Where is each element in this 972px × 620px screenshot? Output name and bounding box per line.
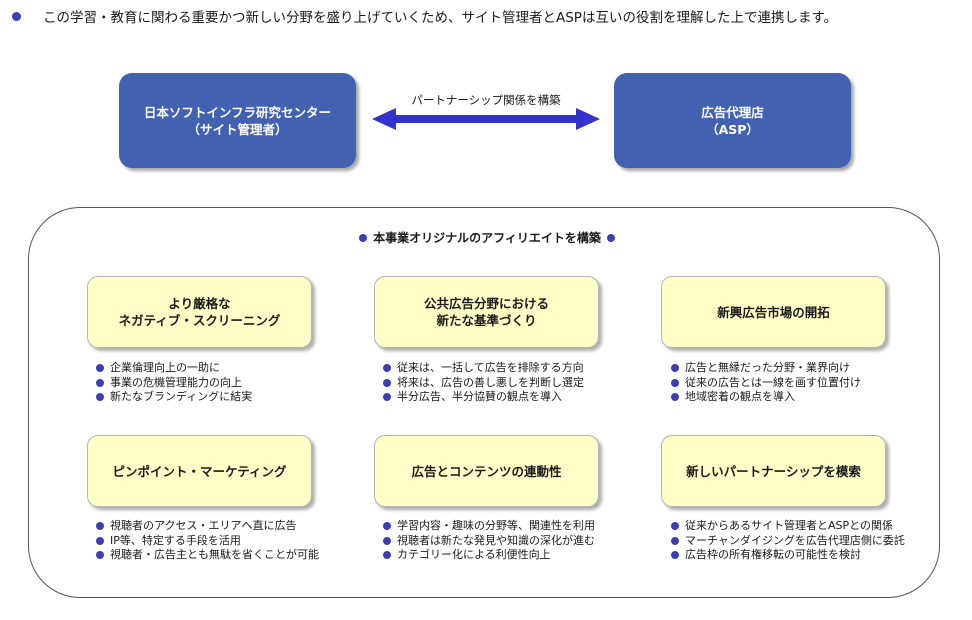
card-content-linkage: 広告とコンテンツの連動性 bbox=[374, 435, 599, 507]
bullet-dot-icon bbox=[359, 233, 368, 242]
asp-box: 広告代理店 （ASP） bbox=[614, 73, 851, 168]
card-title-line: 新たな基準づくり bbox=[436, 313, 537, 328]
bullet-dot-icon bbox=[383, 393, 391, 402]
card-new-market: 新興広告市場の開拓 bbox=[661, 276, 886, 348]
section-title-text: 本事業オリジナルのアフィリエイトを構築 bbox=[373, 231, 601, 245]
bullet-dot-icon bbox=[606, 233, 615, 242]
bullet-dot-icon bbox=[671, 536, 679, 545]
bullet-dot-icon bbox=[671, 378, 679, 387]
list-item: 従来からあるサイト管理者とASPとの関係 bbox=[671, 519, 905, 534]
bullet-dot-icon bbox=[383, 522, 391, 531]
list-item: IP等、特定する手段を活用 bbox=[96, 534, 319, 549]
list-item: 広告枠の所有権移転の可能性を検討 bbox=[671, 548, 905, 563]
bullet-dot-icon bbox=[383, 364, 391, 373]
list-item: 将来は、広告の善し悪しを判断し選定 bbox=[383, 376, 584, 391]
list-item: マーチャンダイジングを広告代理店側に委託 bbox=[671, 534, 905, 549]
partnership-label: パートナーシップ関係を構築 bbox=[411, 93, 561, 107]
bullet-list: 従来からあるサイト管理者とASPとの関係 マーチャンダイジングを広告代理店側に委… bbox=[671, 519, 905, 563]
site-manager-role: （サイト管理者） bbox=[187, 121, 288, 137]
bullet-list: 広告と無縁だった分野・業界向け 従来の広告とは一線を画す位置付け 地域密着の観点… bbox=[671, 361, 861, 405]
section-title: 本事業オリジナルのアフィリエイトを構築 bbox=[356, 229, 618, 246]
bullet-dot-icon bbox=[96, 551, 104, 560]
card-title-line: 公共広告分野における bbox=[423, 296, 549, 311]
card-negative-screening: より厳格な ネガティブ・スクリーニング bbox=[87, 276, 312, 348]
list-item: 新たなブランディングに結実 bbox=[96, 390, 252, 405]
bullet-list: 学習内容・趣味の分野等、関連性を利用 視聴者は新たな発見や知識の深化が進む カテ… bbox=[383, 519, 595, 563]
card-title-line: 新しいパートナーシップを模索 bbox=[686, 463, 861, 479]
affiliate-frame bbox=[28, 207, 940, 598]
bullet-dot-icon bbox=[383, 378, 391, 387]
asp-name: 広告代理店 bbox=[701, 104, 764, 120]
card-title-line: 新興広告市場の開拓 bbox=[717, 304, 830, 320]
asp-role: （ASP） bbox=[706, 121, 759, 137]
bullet-dot-icon bbox=[383, 536, 391, 545]
bullet-dot-icon bbox=[96, 536, 104, 545]
list-item: 企業倫理向上の一助に bbox=[96, 361, 252, 376]
list-item: 事業の危機管理能力の向上 bbox=[96, 376, 252, 391]
bullet-dot-icon bbox=[383, 551, 391, 560]
bullet-dot-icon bbox=[96, 364, 104, 373]
list-item: 視聴者・広告主とも無駄を省くことが可能 bbox=[96, 548, 319, 563]
headline: この学習・教育に関わる重要かつ新しい分野を盛り上げていくため、サイト管理者とAS… bbox=[12, 6, 837, 26]
list-item: 視聴者は新たな発見や知識の深化が進む bbox=[383, 534, 595, 549]
card-new-partnership: 新しいパートナーシップを模索 bbox=[661, 435, 886, 507]
list-item: カテゴリー化による利便性向上 bbox=[383, 548, 595, 563]
card-title-line: より厳格な bbox=[168, 296, 231, 311]
list-item: 半分広告、半分協賛の観点を導入 bbox=[383, 390, 584, 405]
bullet-list: 企業倫理向上の一助に 事業の危機管理能力の向上 新たなブランディングに結実 bbox=[96, 361, 252, 405]
card-title-line: 広告とコンテンツの連動性 bbox=[411, 463, 562, 479]
bullet-dot-icon bbox=[96, 378, 104, 387]
list-item: 地域密着の観点を導入 bbox=[671, 390, 861, 405]
site-manager-box: 日本ソフトインフラ研究センター （サイト管理者） bbox=[119, 73, 356, 168]
list-item: 学習内容・趣味の分野等、関連性を利用 bbox=[383, 519, 595, 534]
bullet-list: 従来は、一括して広告を排除する方向 将来は、広告の善し悪しを判断し選定 半分広告… bbox=[383, 361, 584, 405]
list-item: 従来の広告とは一線を画す位置付け bbox=[671, 376, 861, 391]
bullet-dot-icon bbox=[96, 393, 104, 402]
bullet-dot-icon bbox=[96, 522, 104, 531]
card-title-line: ピンポイント・マーケティング bbox=[112, 463, 287, 479]
list-item: 視聴者のアクセス・エリアへ直に広告 bbox=[96, 519, 319, 534]
bullet-dot-icon bbox=[671, 551, 679, 560]
bullet-dot-icon bbox=[671, 393, 679, 402]
card-title-line: ネガティブ・スクリーニング bbox=[118, 313, 281, 328]
site-manager-name: 日本ソフトインフラ研究センター bbox=[143, 104, 332, 120]
bullet-list: 視聴者のアクセス・エリアへ直に広告 IP等、特定する手段を活用 視聴者・広告主と… bbox=[96, 519, 319, 563]
double-arrow-icon bbox=[372, 108, 600, 130]
bullet-dot-icon bbox=[12, 11, 21, 21]
card-pinpoint-marketing: ピンポイント・マーケティング bbox=[87, 435, 312, 507]
bullet-dot-icon bbox=[671, 364, 679, 373]
list-item: 従来は、一括して広告を排除する方向 bbox=[383, 361, 584, 376]
bullet-dot-icon bbox=[671, 522, 679, 531]
headline-text: この学習・教育に関わる重要かつ新しい分野を盛り上げていくため、サイト管理者とAS… bbox=[43, 10, 838, 26]
list-item: 広告と無縁だった分野・業界向け bbox=[671, 361, 861, 376]
card-public-ad-standard: 公共広告分野における 新たな基準づくり bbox=[374, 276, 599, 348]
